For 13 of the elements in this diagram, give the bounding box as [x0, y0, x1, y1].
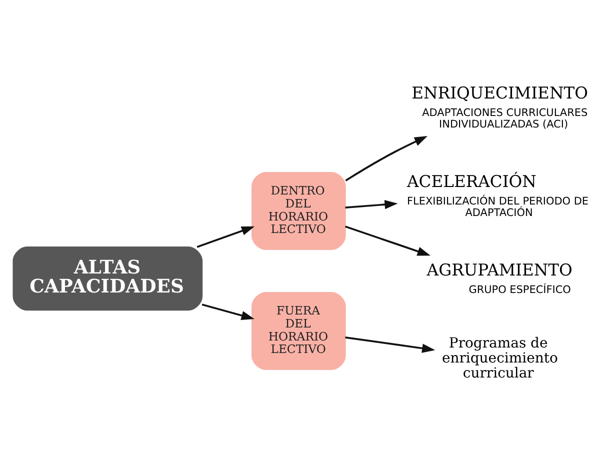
node-box: ALTAS CAPACIDADES [12, 246, 203, 310]
node-box: FUERA DEL HORARIO LECTIVO [252, 291, 346, 370]
arrow [202, 303, 254, 320]
arrow [345, 199, 398, 209]
arrow [345, 336, 436, 352]
arrow [196, 226, 255, 248]
node-text: ENRIQUECIMIENTO ADAPTACIONES CURRICULARES INDIVIDUALIZADAS (ACI) [412, 82, 588, 130]
node-text: Programas de enriquecimiento curricular [442, 334, 558, 382]
arrow [345, 136, 428, 181]
node-text: ACELERACIÓN FLEXIBILIZACIÓN DEL PERIODO DE ADAPTACIÓN [407, 171, 589, 218]
node-text: AGRUPAMIENTO GRUPO ESPECÍFICO [426, 260, 572, 296]
arrow [344, 225, 430, 256]
node-box: DENTRO DEL HORARIO LECTIVO [252, 172, 346, 250]
